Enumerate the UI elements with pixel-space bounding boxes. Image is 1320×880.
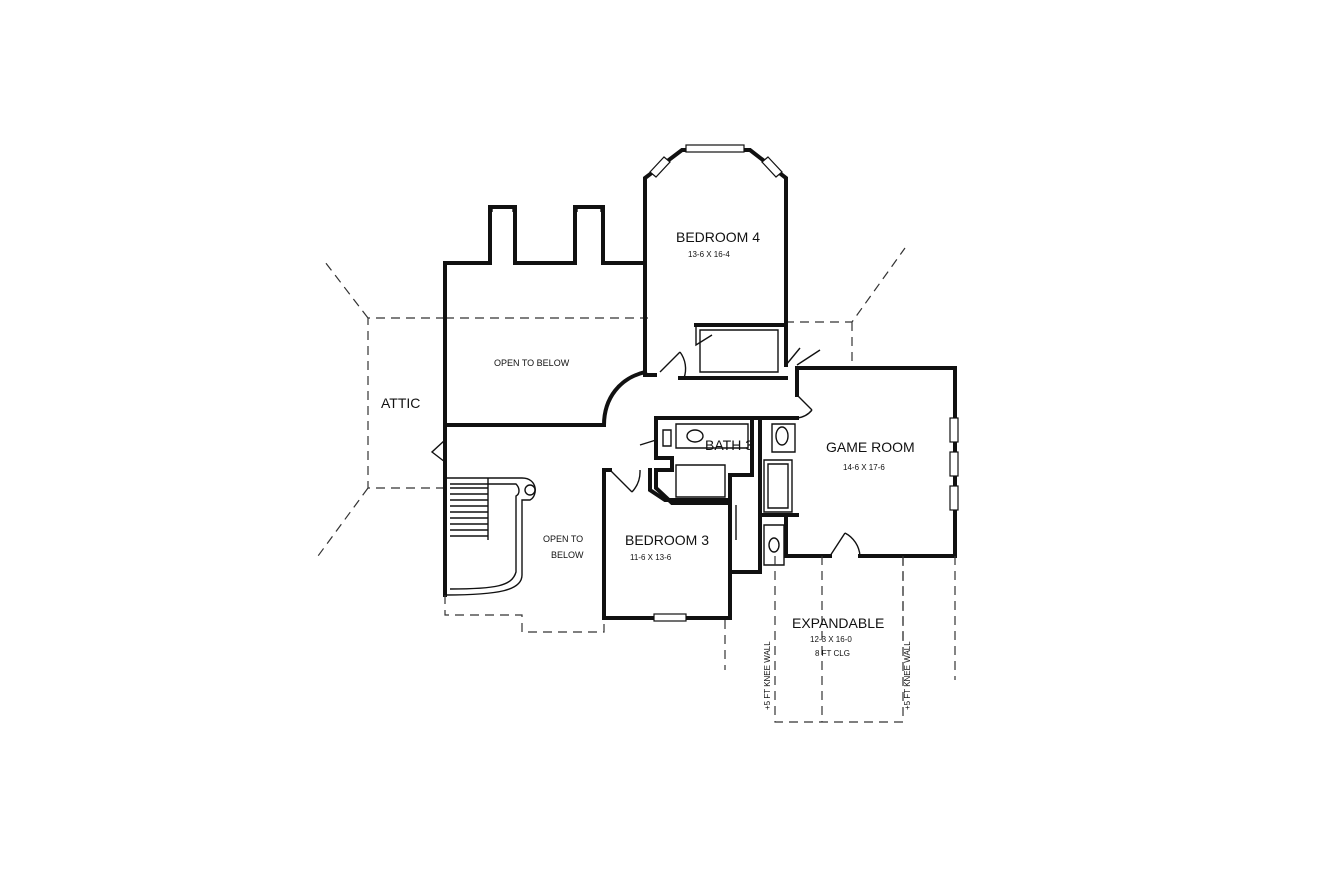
open-to-below-top-label: OPEN TO BELOW xyxy=(494,358,570,368)
expandable-outline xyxy=(724,556,956,723)
hall-walls xyxy=(430,369,648,597)
roofline-dashes xyxy=(445,247,906,368)
bath3-label: BATH 3 xyxy=(705,437,753,453)
expandable-label: EXPANDABLE xyxy=(792,615,884,631)
attic-label: ATTIC xyxy=(381,395,420,411)
bedroom3-size: 11-6 X 13-6 xyxy=(630,553,672,562)
attic-outline xyxy=(317,261,445,557)
open-to-below-stair-label-2: BELOW xyxy=(551,550,584,560)
expandable-ceiling: 8 FT CLG xyxy=(815,649,850,658)
knee-wall-left-label: +5 FT KNEE WALL xyxy=(763,641,772,710)
open-to-below-stair-label-1: OPEN TO xyxy=(543,534,583,544)
game-room-label: GAME ROOM xyxy=(826,439,915,455)
knee-wall-right-label: +5 FT KNEE WALL xyxy=(903,641,912,710)
landing-dashes xyxy=(444,595,605,633)
bedroom3-label: BEDROOM 3 xyxy=(625,532,709,548)
bedroom4-label: BEDROOM 4 xyxy=(676,229,760,245)
bedroom4-walls xyxy=(643,144,788,380)
game-room-walls xyxy=(784,347,959,558)
bath3-walls xyxy=(639,416,799,505)
expandable-size: 12-3 X 16-0 xyxy=(810,635,852,644)
stair xyxy=(444,477,536,596)
bedroom4-size: 13-6 X 16-4 xyxy=(688,250,730,259)
game-room-size: 14-6 X 17-6 xyxy=(843,463,885,472)
open-to-below-walls xyxy=(443,205,647,427)
